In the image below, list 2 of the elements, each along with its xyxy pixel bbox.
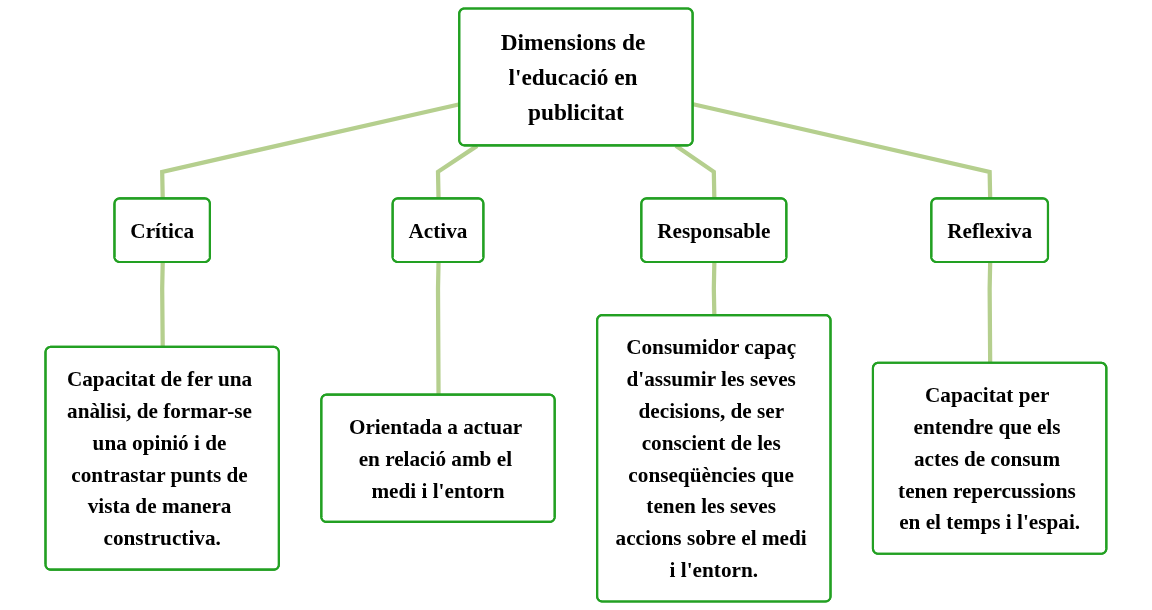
connector <box>711 262 717 316</box>
connector <box>692 102 993 199</box>
